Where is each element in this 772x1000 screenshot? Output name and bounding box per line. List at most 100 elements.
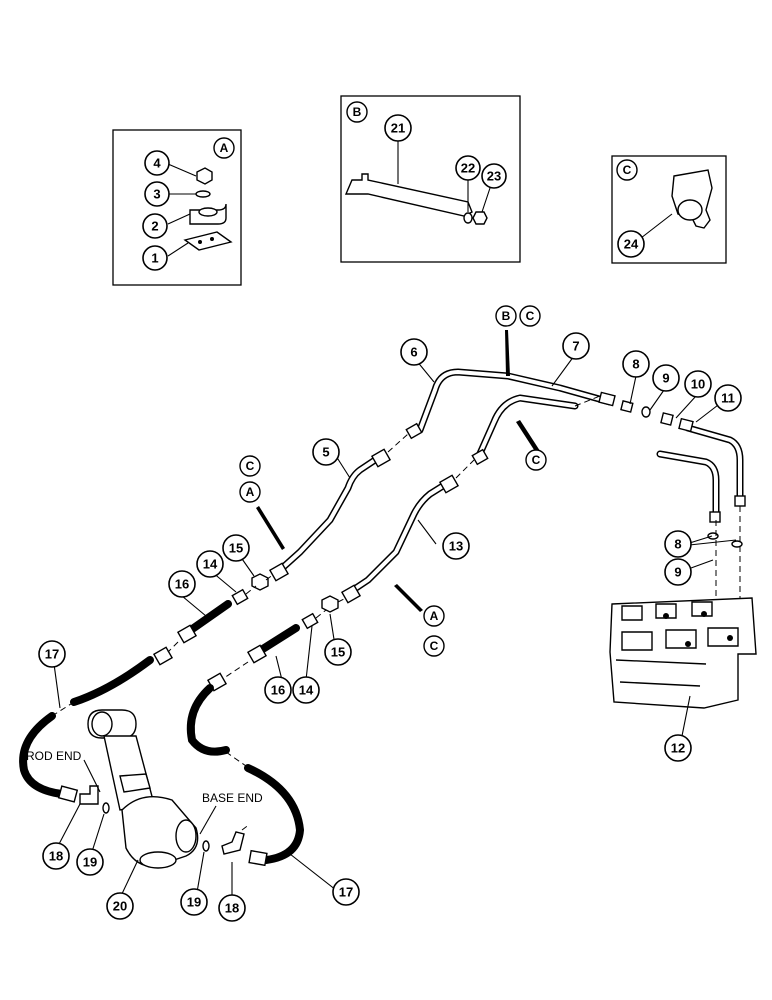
detail-box-a-letter: A bbox=[213, 137, 235, 159]
nut-part bbox=[472, 211, 488, 225]
svg-text:14: 14 bbox=[299, 683, 314, 698]
hose-16-lower bbox=[254, 624, 300, 656]
svg-text:15: 15 bbox=[331, 645, 345, 660]
rod-end-label: ROD END bbox=[26, 749, 82, 763]
view-arrow-bc bbox=[505, 330, 510, 376]
callout-22: 22 bbox=[455, 155, 481, 181]
svg-text:11: 11 bbox=[721, 391, 735, 406]
callout-3: 3 bbox=[144, 181, 170, 207]
svg-text:13: 13 bbox=[449, 539, 463, 554]
svg-text:23: 23 bbox=[487, 169, 501, 184]
callout-19-right: 19 bbox=[180, 888, 208, 916]
callout-14-lower: 14 bbox=[292, 676, 320, 704]
callout-24: 24 bbox=[617, 230, 645, 258]
callout-16-lower: 16 bbox=[264, 676, 292, 704]
svg-text:A: A bbox=[220, 141, 229, 155]
detail-box-b: B 21 22 23 bbox=[340, 95, 521, 263]
svg-text:12: 12 bbox=[671, 741, 685, 756]
washer-part bbox=[195, 190, 211, 198]
callout-21: 21 bbox=[384, 114, 412, 142]
view-arrow-ca-upper bbox=[256, 506, 285, 550]
svg-text:18: 18 bbox=[49, 849, 63, 864]
detail-box-c-letter: C bbox=[616, 159, 638, 181]
control-valve-block bbox=[609, 597, 757, 709]
callout-10: 10 bbox=[684, 370, 712, 398]
callout-4: 4 bbox=[144, 150, 170, 176]
callout-2: 2 bbox=[142, 213, 168, 239]
svg-text:2: 2 bbox=[151, 219, 158, 234]
callout-6: 6 bbox=[400, 338, 428, 366]
svg-text:7: 7 bbox=[572, 339, 579, 354]
callout-11: 11 bbox=[714, 384, 742, 412]
svg-text:C: C bbox=[430, 639, 439, 653]
svg-text:3: 3 bbox=[153, 187, 160, 202]
callout-23: 23 bbox=[481, 163, 507, 189]
tube-5 bbox=[276, 454, 382, 574]
view-ref-a-low: A bbox=[423, 605, 445, 627]
svg-text:5: 5 bbox=[322, 445, 329, 460]
svg-text:19: 19 bbox=[187, 895, 201, 910]
svg-text:1: 1 bbox=[151, 251, 158, 266]
svg-text:17: 17 bbox=[45, 647, 59, 662]
elbow-fitting-base bbox=[221, 831, 245, 855]
plate-part bbox=[183, 231, 233, 251]
svg-text:A: A bbox=[246, 485, 255, 499]
svg-text:10: 10 bbox=[691, 377, 705, 392]
view-ref-a-left: A bbox=[239, 481, 261, 503]
hose-17-rod bbox=[70, 656, 154, 706]
main-assembly: ROD END BASE END B C C C A A C 6 7 8 9 1… bbox=[19, 305, 757, 922]
detail-box-b-letter: B bbox=[346, 101, 368, 123]
callout-7: 7 bbox=[562, 332, 590, 360]
svg-text:16: 16 bbox=[175, 577, 189, 592]
svg-text:9: 9 bbox=[674, 565, 681, 580]
svg-text:B: B bbox=[502, 309, 511, 323]
elbow-fitting-rod bbox=[79, 785, 99, 805]
base-end-label: BASE END bbox=[202, 791, 263, 805]
svg-text:18: 18 bbox=[225, 901, 239, 916]
svg-text:A: A bbox=[430, 609, 439, 623]
svg-text:15: 15 bbox=[229, 541, 243, 556]
view-arrow-ac-lower bbox=[394, 584, 423, 612]
callout-19-left: 19 bbox=[76, 848, 104, 876]
view-ref-c-low: C bbox=[423, 635, 445, 657]
callout-9-top: 9 bbox=[652, 364, 680, 392]
callout-15-lower: 15 bbox=[324, 638, 352, 666]
svg-text:6: 6 bbox=[410, 345, 417, 360]
view-ref-c-left: C bbox=[239, 455, 261, 477]
svg-text:B: B bbox=[353, 105, 362, 119]
callout-20: 20 bbox=[106, 892, 134, 920]
view-ref-c-top: C bbox=[519, 305, 541, 327]
callout-18-right: 18 bbox=[218, 894, 246, 922]
callout-5: 5 bbox=[312, 438, 340, 466]
callout-14-upper: 14 bbox=[196, 550, 224, 578]
svg-text:22: 22 bbox=[461, 161, 475, 176]
callout-15-upper: 15 bbox=[222, 534, 250, 562]
hose-16-upper bbox=[184, 600, 232, 636]
view-ref-b: B bbox=[495, 305, 517, 327]
svg-text:C: C bbox=[623, 163, 632, 177]
svg-text:24: 24 bbox=[624, 237, 639, 252]
view-arrow-c-right bbox=[516, 420, 542, 456]
svg-text:9: 9 bbox=[662, 371, 669, 386]
detail-box-c: C 24 bbox=[611, 155, 727, 264]
callout-16-upper: 16 bbox=[168, 570, 196, 598]
svg-text:19: 19 bbox=[83, 855, 97, 870]
svg-text:17: 17 bbox=[339, 885, 353, 900]
svg-text:20: 20 bbox=[113, 899, 127, 914]
svg-text:4: 4 bbox=[153, 156, 161, 171]
svg-text:8: 8 bbox=[674, 537, 681, 552]
svg-text:21: 21 bbox=[391, 121, 405, 136]
callout-13: 13 bbox=[442, 532, 470, 560]
callout-8-top: 8 bbox=[622, 350, 650, 378]
washer-part bbox=[463, 212, 473, 224]
svg-text:C: C bbox=[526, 309, 535, 323]
svg-text:C: C bbox=[532, 453, 541, 467]
callout-8-right: 8 bbox=[664, 530, 692, 558]
detail-box-a: A 4 3 2 1 bbox=[112, 129, 242, 286]
view-ref-c-right: C bbox=[525, 449, 547, 471]
svg-text:14: 14 bbox=[203, 557, 218, 572]
callout-17-left: 17 bbox=[38, 640, 66, 668]
svg-text:16: 16 bbox=[271, 683, 285, 698]
callout-18-left: 18 bbox=[42, 842, 70, 870]
